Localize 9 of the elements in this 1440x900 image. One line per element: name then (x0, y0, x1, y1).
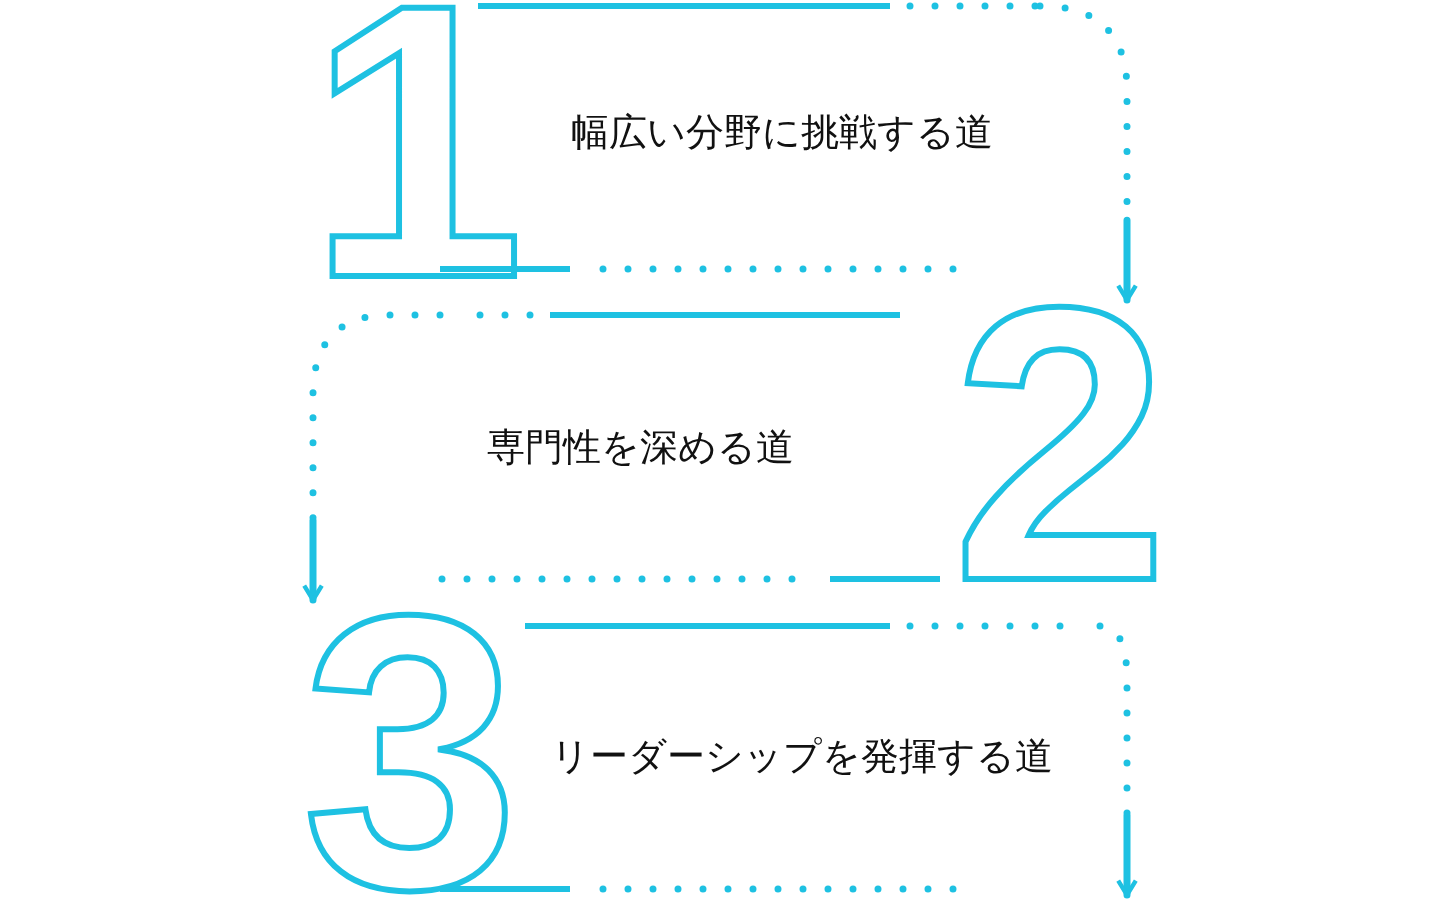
arrow (1096, 622, 1138, 899)
arrow (1036, 2, 1138, 304)
step-number: 1 (308, 1, 525, 282)
step-number: 2 (952, 304, 1169, 585)
arrow (302, 311, 444, 604)
step-title: 幅広い分野に挑戦する道 (571, 110, 993, 156)
step-title: リーダーシップを発揮する道 (551, 734, 1053, 780)
step-title: 専門性を深める道 (486, 425, 794, 471)
step-number: 3 (302, 612, 519, 893)
